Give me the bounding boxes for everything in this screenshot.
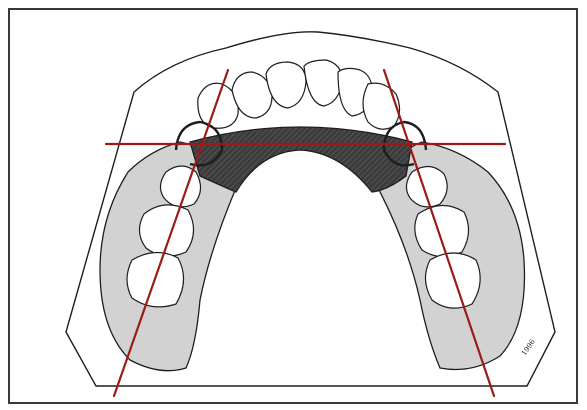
right-first-molar — [415, 205, 469, 256]
left-premolar — [160, 166, 200, 207]
right-premolar — [406, 166, 447, 206]
right-second-molar — [425, 253, 480, 308]
